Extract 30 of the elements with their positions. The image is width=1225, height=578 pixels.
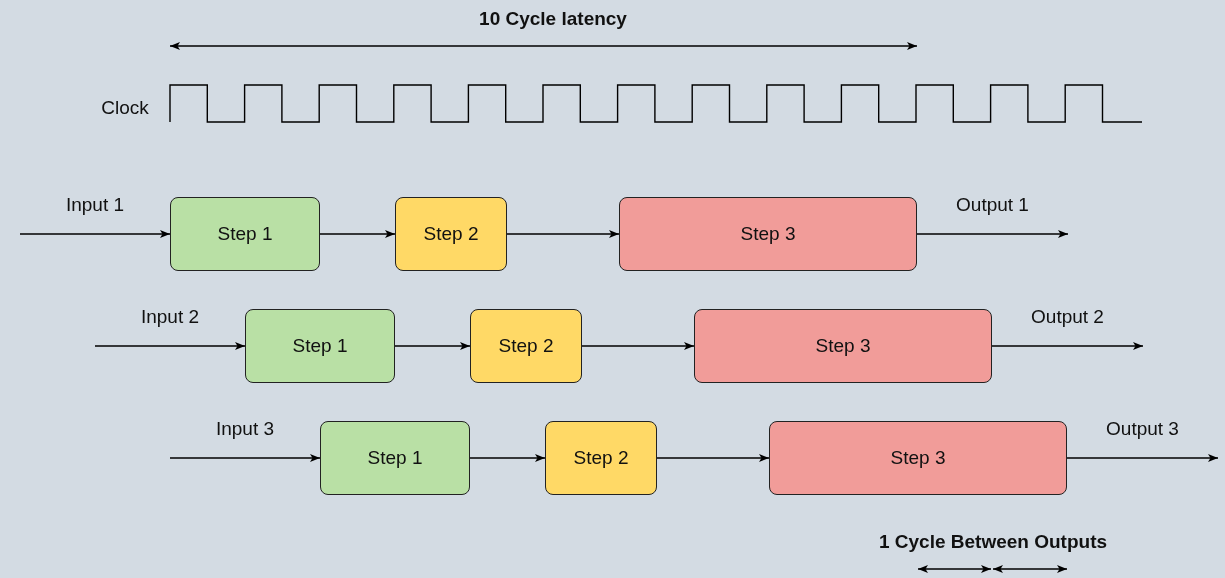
process-box: Step 3 <box>769 421 1067 495</box>
process-box: Step 1 <box>245 309 395 383</box>
edge-label: Input 3 <box>215 418 275 440</box>
arrow <box>319 230 396 238</box>
edge-label: Input 1 <box>65 194 125 216</box>
arrow <box>991 342 1144 350</box>
arrow <box>94 342 246 350</box>
signal-name: Clock <box>101 97 149 119</box>
edge-label: Output 2 <box>1031 306 1104 328</box>
edge-label: Input 2 <box>140 306 200 328</box>
process-box: Step 3 <box>619 197 917 271</box>
process-box: Step 2 <box>470 309 582 383</box>
arrow <box>469 454 546 462</box>
process-box: Step 2 <box>395 197 507 271</box>
process-box: Step 1 <box>320 421 470 495</box>
edge-label: Output 3 <box>1106 418 1179 440</box>
dimension-label: 10 Cycle latency <box>479 8 627 30</box>
process-box: Step 2 <box>545 421 657 495</box>
arrow <box>916 230 1069 238</box>
dimension-label: 1 Cycle Between Outputs <box>878 531 1108 553</box>
arrow <box>394 342 471 350</box>
arrow <box>656 454 770 462</box>
arrow <box>19 230 171 238</box>
arrow <box>169 454 321 462</box>
arrow <box>581 342 695 350</box>
process-box: Step 1 <box>170 197 320 271</box>
arrow <box>506 230 620 238</box>
arrow <box>1066 454 1219 462</box>
process-box: Step 3 <box>694 309 992 383</box>
edge-label: Output 1 <box>956 194 1029 216</box>
